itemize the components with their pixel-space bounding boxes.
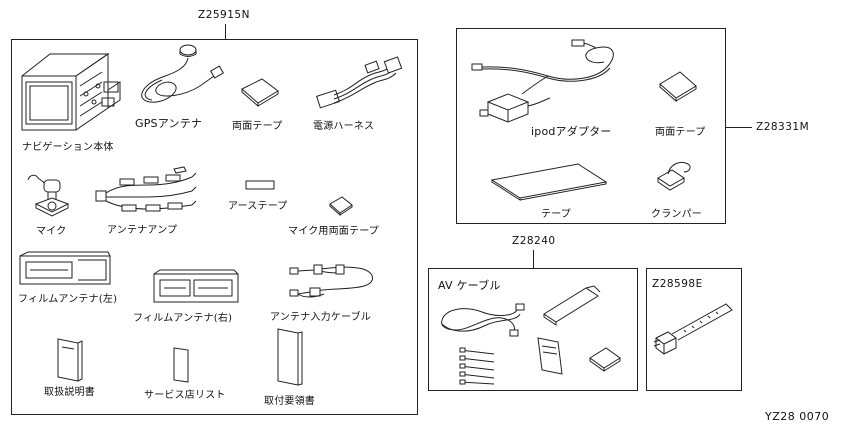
- ipod-adapter-label: ipodアダプター: [531, 125, 612, 138]
- microphone-illustration: [22, 170, 74, 222]
- main-kit-code: Z25915N: [198, 9, 250, 21]
- installation-guide-illustration: [274, 327, 308, 389]
- earth-tape-label: アーステープ: [228, 201, 288, 212]
- mic-double-sided-tape-label: マイク用両面テープ: [288, 226, 379, 237]
- power-harness-label: 電源ハーネス: [313, 121, 375, 132]
- antenna-input-cable-illustration: [284, 260, 384, 305]
- cable-ties-illustration: [456, 346, 500, 386]
- double-sided-tape-label: 両面テープ: [232, 121, 283, 132]
- navigation-unit-label: ナビゲーション本体: [22, 142, 114, 153]
- main-kit-leader: [225, 24, 226, 39]
- tape-label: テープ: [541, 209, 571, 220]
- film-antenna-right-illustration: [150, 268, 242, 306]
- ipod-double-sided-tape-illustration: [656, 68, 700, 104]
- tie-kit-frame: [646, 268, 742, 391]
- av-kit-code: Z28240: [512, 235, 556, 247]
- ipod-kit-leader: [726, 127, 752, 128]
- figure-id: YZ28 0070: [765, 410, 830, 423]
- tape-illustration: [488, 160, 612, 202]
- ipod-double-sided-tape-label: 両面テープ: [655, 127, 706, 138]
- film-antenna-right-label: フィルムアンテナ(右): [133, 313, 233, 324]
- film-antenna-left-illustration: [16, 250, 116, 288]
- av-manual-illustration: [534, 334, 568, 376]
- instruction-manual-illustration: [52, 335, 88, 383]
- gps-antenna-label: GPSアンテナ: [135, 117, 203, 130]
- service-shop-list-illustration: [170, 346, 194, 384]
- clamper-label: クランパー: [651, 209, 702, 220]
- av-pad-illustration: [586, 344, 626, 374]
- gps-antenna-illustration: [130, 40, 225, 112]
- antenna-amp-illustration: [92, 165, 200, 220]
- service-shop-list-label: サービス店リスト: [144, 390, 226, 401]
- earth-tape-illustration: [244, 179, 276, 191]
- tie-kit-code: Z28598E: [652, 278, 703, 290]
- av-cable-illustration: [436, 296, 526, 340]
- main-kit-frame: [11, 39, 418, 415]
- ipod-adapter-illustration: [468, 36, 628, 136]
- navigation-unit-illustration: [16, 46, 126, 136]
- av-cable-label: AV ケーブル: [438, 279, 501, 292]
- installation-guide-label: 取付要領書: [264, 396, 315, 407]
- clamper-illustration: [652, 158, 696, 194]
- antenna-amp-label: アンテナアンプ: [107, 225, 178, 236]
- av-tape-strip-illustration: [540, 284, 604, 328]
- double-sided-tape-illustration: [238, 75, 282, 107]
- antenna-input-cable-label: アンテナ入力ケーブル: [270, 312, 371, 323]
- instruction-manual-label: 取扱説明書: [44, 387, 95, 398]
- av-kit-frame: [428, 268, 638, 391]
- microphone-label: マイク: [36, 226, 67, 237]
- ipod-kit-code: Z28331M: [756, 121, 810, 133]
- ipod-kit-frame: [456, 28, 726, 224]
- power-harness-illustration: [312, 55, 407, 115]
- mic-double-sided-tape-illustration: [326, 194, 356, 218]
- cable-clamp-illustration: [650, 294, 736, 360]
- film-antenna-left-label: フィルムアンテナ(左): [18, 294, 118, 305]
- av-kit-leader: [533, 250, 534, 268]
